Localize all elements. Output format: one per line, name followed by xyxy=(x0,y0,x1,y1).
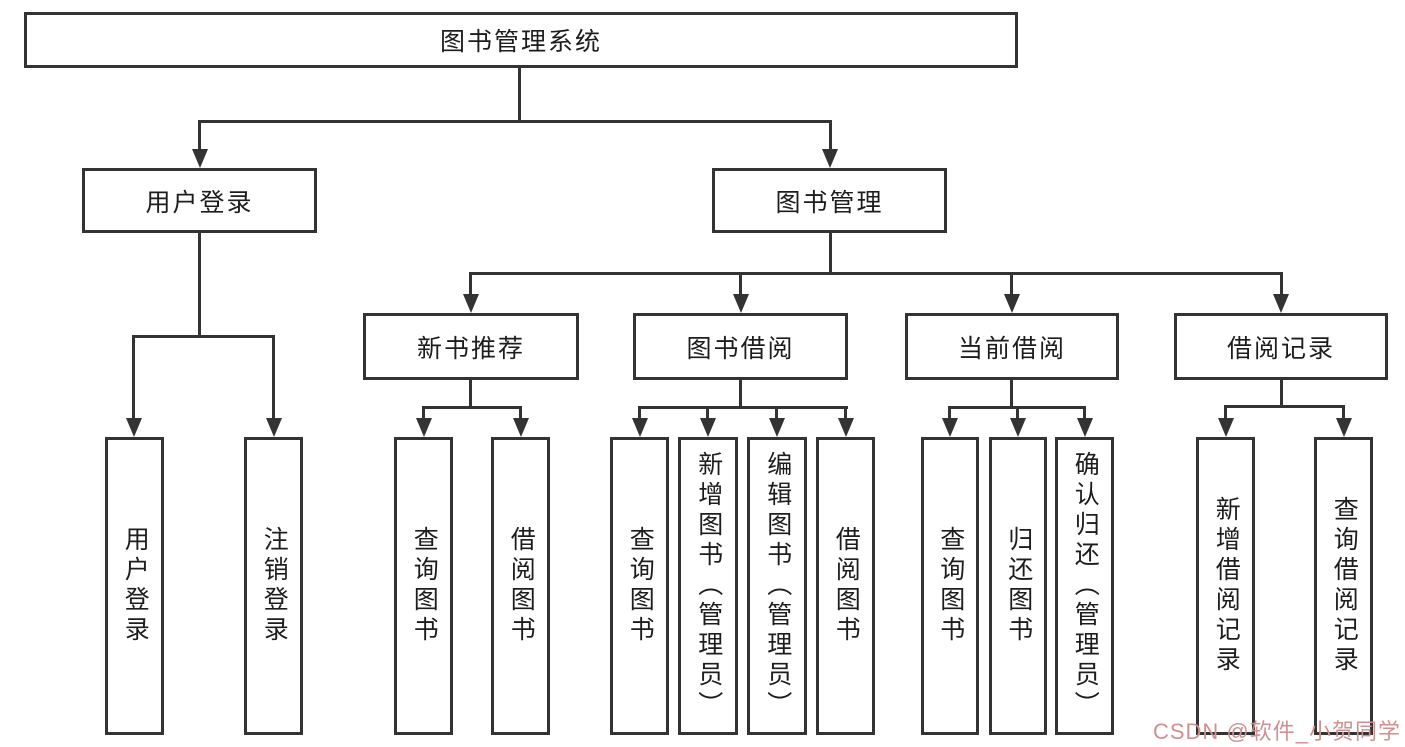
node-book-borrowing: 图书借阅 xyxy=(633,313,848,380)
node-user-login-module: 用户登录 xyxy=(82,168,317,233)
leaf-add-books-admin: 新增图书（管理员） xyxy=(678,437,738,735)
edge-line xyxy=(638,406,641,420)
node-book-management: 图书管理 xyxy=(712,168,947,233)
edge-line xyxy=(198,120,201,152)
arrowhead xyxy=(266,418,282,437)
edge-line xyxy=(1342,405,1345,420)
edge-line xyxy=(1280,272,1283,296)
arrowhead xyxy=(513,418,529,437)
arrowhead xyxy=(942,418,958,437)
edge-line xyxy=(519,406,522,420)
edge-line xyxy=(1224,405,1345,408)
arrowhead xyxy=(126,418,142,437)
edge-line xyxy=(775,406,778,420)
edge-line xyxy=(1016,406,1019,420)
arrowhead xyxy=(1077,418,1093,437)
edge-line xyxy=(132,335,275,338)
arrowhead xyxy=(1273,294,1289,313)
leaf-borrow-books-2: 借阅图书 xyxy=(816,437,875,735)
edge-line xyxy=(1224,405,1227,420)
edge-line xyxy=(469,380,472,406)
leaf-query-books-1: 查询图书 xyxy=(394,437,453,735)
arrowhead xyxy=(1336,418,1352,437)
edge-line xyxy=(948,406,951,420)
edge-line xyxy=(198,120,832,123)
edge-line xyxy=(422,406,425,420)
arrowhead xyxy=(822,149,838,168)
arrowhead xyxy=(733,294,749,313)
arrowhead xyxy=(632,418,648,437)
edge-line xyxy=(844,406,847,420)
edge-line xyxy=(272,335,275,420)
edge-line xyxy=(198,233,201,335)
leaf-confirm-return-admin: 确认归还（管理员） xyxy=(1055,437,1114,735)
arrowhead xyxy=(463,294,479,313)
edge-line xyxy=(1010,272,1013,296)
leaf-query-books-2: 查询图书 xyxy=(610,437,669,735)
edge-line xyxy=(422,406,522,409)
node-current-borrowing: 当前借阅 xyxy=(905,313,1119,380)
arrowhead xyxy=(416,418,432,437)
edge-line xyxy=(469,272,1283,275)
edge-line xyxy=(518,68,521,120)
arrowhead xyxy=(700,418,716,437)
arrowhead xyxy=(1004,294,1020,313)
edge-line xyxy=(739,380,742,406)
edge-line xyxy=(638,406,848,409)
edge-line xyxy=(829,233,832,272)
node-library-system: 图书管理系统 xyxy=(24,12,1018,68)
csdn-watermark: CSDN @软件_小贺同学 xyxy=(1152,719,1401,744)
leaf-user-login: 用户登录 xyxy=(105,437,164,735)
edge-line xyxy=(1083,406,1086,420)
leaf-return-books: 归还图书 xyxy=(989,437,1047,735)
edge-line xyxy=(469,272,472,296)
arrowhead xyxy=(838,418,854,437)
arrowhead xyxy=(1010,418,1026,437)
arrowhead xyxy=(1218,418,1234,437)
leaf-logout: 注销登录 xyxy=(244,437,303,735)
leaf-edit-books-admin: 编辑图书（管理员） xyxy=(747,437,807,735)
node-borrowing-records: 借阅记录 xyxy=(1174,313,1388,380)
leaf-add-borrow-record: 新增借阅记录 xyxy=(1196,437,1255,735)
edge-line xyxy=(706,406,709,420)
leaf-query-borrow-record: 查询借阅记录 xyxy=(1314,437,1373,735)
edge-line xyxy=(1010,380,1013,406)
node-new-book-recommend: 新书推荐 xyxy=(363,313,579,380)
leaf-borrow-books-1: 借阅图书 xyxy=(491,437,550,735)
arrowhead xyxy=(192,149,208,168)
edge-line xyxy=(132,335,135,420)
edge-line xyxy=(829,120,832,152)
edge-line xyxy=(739,272,742,296)
arrowhead xyxy=(769,418,785,437)
leaf-query-books-3: 查询图书 xyxy=(921,437,979,735)
edge-line xyxy=(1280,380,1283,405)
